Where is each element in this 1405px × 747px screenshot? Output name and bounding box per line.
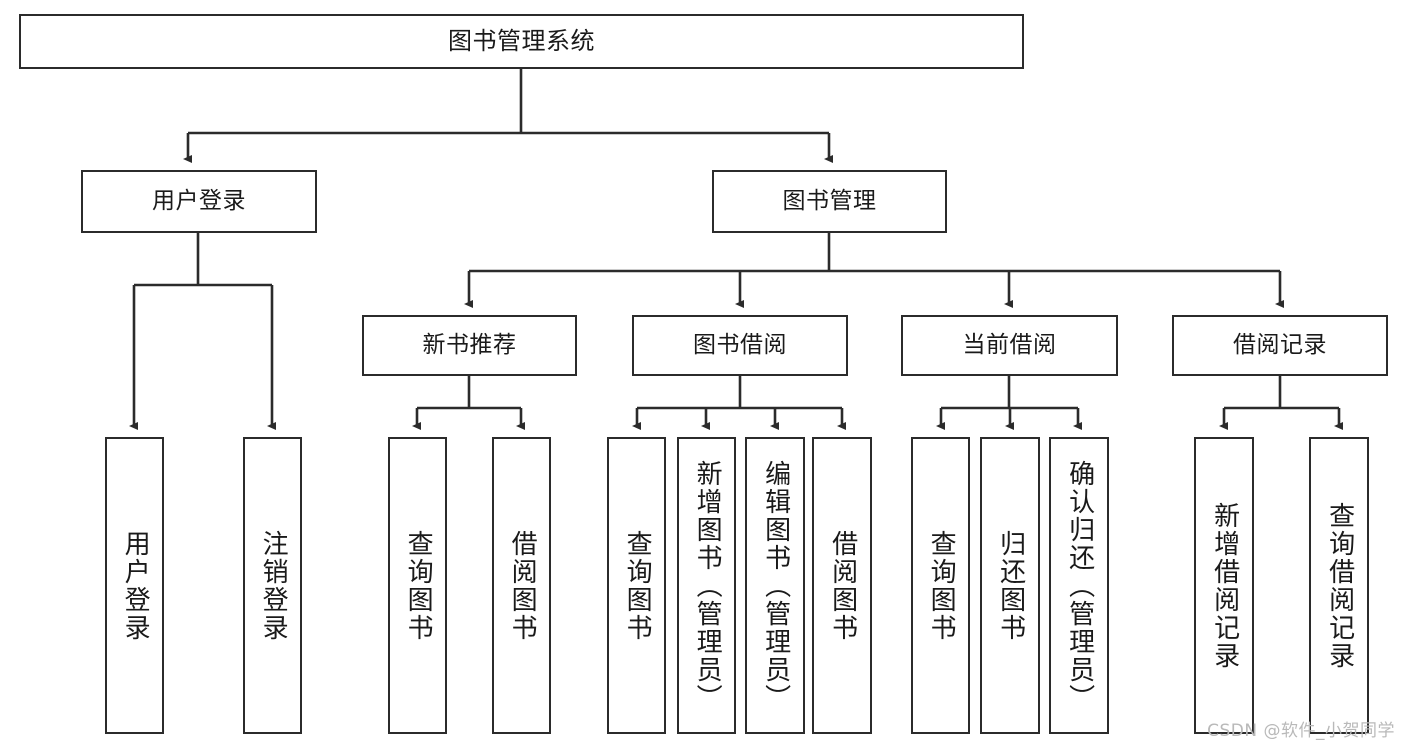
node-label: 查询图书 <box>403 529 434 642</box>
leaf-edit-book-admin[interactable]: 编辑图书（管理员） <box>745 437 805 734</box>
node-label: 查询图书 <box>622 529 653 642</box>
leaf-query-book-borrow[interactable]: 查询图书 <box>607 437 666 734</box>
node-label: 新增借阅记录 <box>1209 501 1240 670</box>
leaf-query-borrow-record[interactable]: 查询借阅记录 <box>1309 437 1369 734</box>
node-borrow-record[interactable]: 借阅记录 <box>1172 315 1388 376</box>
leaf-query-book-new-recommend[interactable]: 查询图书 <box>388 437 447 734</box>
node-label: 归还图书 <box>995 529 1026 642</box>
node-root-book-management-system[interactable]: 图书管理系统 <box>19 14 1024 69</box>
node-label: 借阅记录 <box>1233 331 1327 358</box>
leaf-add-book-admin[interactable]: 新增图书（管理员） <box>677 437 736 734</box>
leaf-query-book-current[interactable]: 查询图书 <box>911 437 970 734</box>
node-label: 图书借阅 <box>693 331 787 358</box>
node-label: 借阅图书 <box>507 529 538 642</box>
node-label: 当前借阅 <box>962 331 1057 358</box>
node-book-management[interactable]: 图书管理 <box>712 170 947 233</box>
node-label: 新书推荐 <box>422 331 517 358</box>
node-label: 编辑图书（管理员） <box>760 459 791 712</box>
leaf-add-borrow-record[interactable]: 新增借阅记录 <box>1194 437 1254 734</box>
leaf-confirm-return-admin[interactable]: 确认归还（管理员） <box>1049 437 1109 734</box>
leaf-logout-login[interactable]: 注销登录 <box>243 437 302 734</box>
node-label: 用户登录 <box>152 187 246 214</box>
node-label: 查询借阅记录 <box>1324 501 1355 670</box>
leaf-borrow-book-borrow[interactable]: 借阅图书 <box>812 437 872 734</box>
leaf-return-book[interactable]: 归还图书 <box>980 437 1040 734</box>
node-user-login[interactable]: 用户登录 <box>81 170 317 233</box>
leaf-user-login[interactable]: 用户登录 <box>105 437 164 734</box>
node-label: 查询图书 <box>926 529 957 642</box>
node-label: 注销登录 <box>258 529 289 642</box>
node-label: 新增图书（管理员） <box>692 459 723 712</box>
node-label: 图书管理系统 <box>448 27 595 56</box>
node-label: 图书管理 <box>782 187 877 214</box>
node-label: 借阅图书 <box>827 529 858 642</box>
node-book-borrow[interactable]: 图书借阅 <box>632 315 848 376</box>
leaf-borrow-book-new-recommend[interactable]: 借阅图书 <box>492 437 551 734</box>
csdn-watermark: CSDN @软件_小贺同学 <box>1207 721 1395 741</box>
node-current-borrow[interactable]: 当前借阅 <box>901 315 1118 376</box>
node-label: 用户登录 <box>120 529 151 642</box>
node-label: 确认归还（管理员） <box>1064 459 1095 712</box>
node-new-book-recommend[interactable]: 新书推荐 <box>362 315 577 376</box>
